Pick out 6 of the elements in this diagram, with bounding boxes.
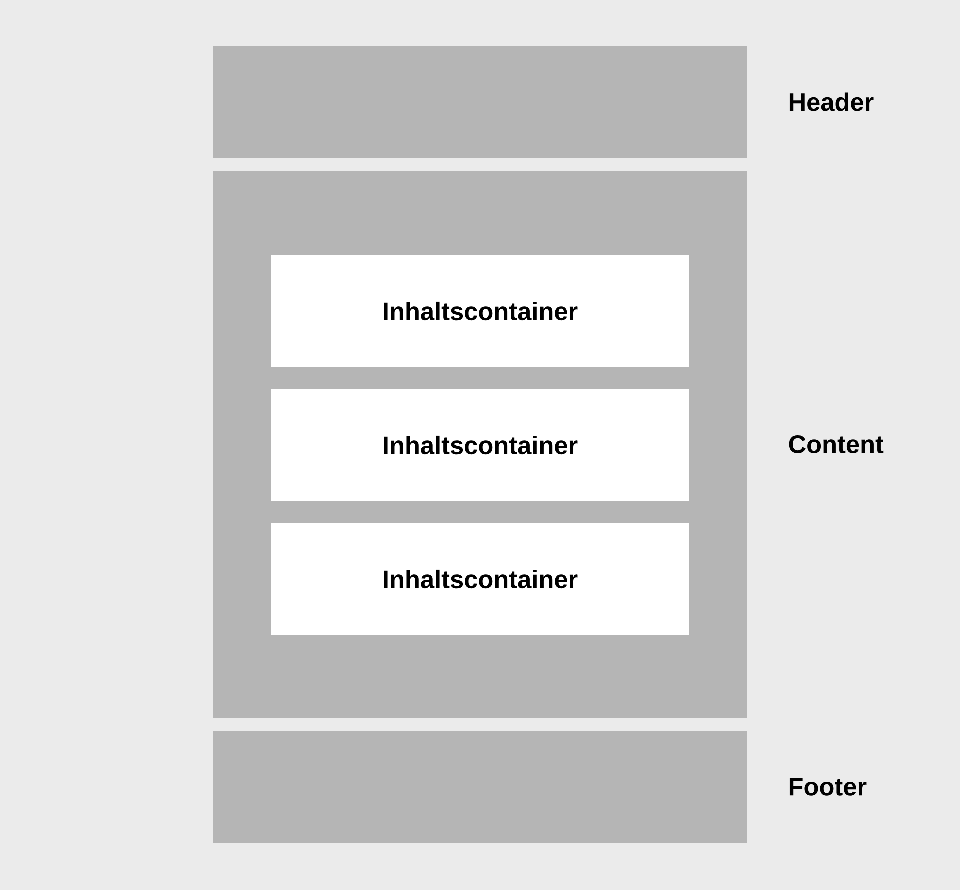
band-label: Footer [790, 778, 867, 796]
band-label: Header [790, 92, 874, 112]
band-label: Content [789, 436, 884, 454]
content-container: Inhaltscontainer [271, 523, 690, 636]
content-container: Inhaltscontainer [271, 389, 690, 502]
content-container: Inhaltscontainer [271, 255, 690, 368]
